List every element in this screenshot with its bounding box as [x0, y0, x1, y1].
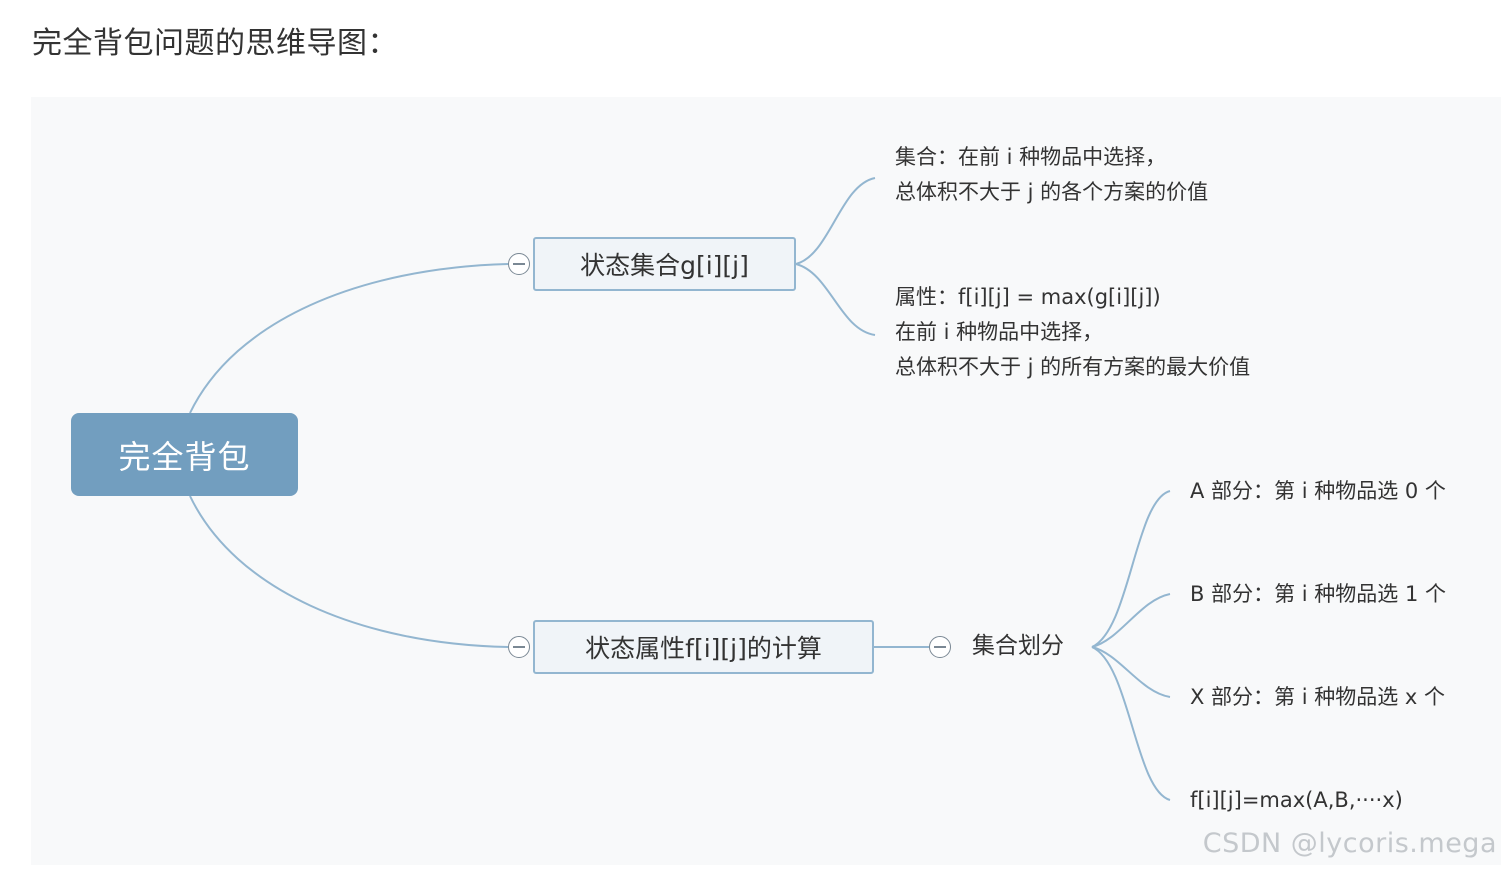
leaf-text-line: 总体积不大于 j 的所有方案的最大价值 — [895, 355, 1251, 379]
branch-node-state-calc[interactable]: 状态属性f[i][j]的计算 — [533, 620, 874, 674]
connector-sub-to-leaf-b — [1091, 593, 1171, 648]
leaf-node-part-a[interactable]: A 部分：第 i 种物品选 0 个 — [1190, 479, 1446, 503]
collapse-toggle-icon[interactable] — [929, 636, 951, 658]
leaf-text-line: 总体积不大于 j 的各个方案的价值 — [895, 180, 1209, 204]
connector-root-to-state-calc — [189, 495, 509, 648]
connector-state-set-to-leaf-attr — [795, 263, 876, 336]
collapse-toggle-icon[interactable] — [508, 636, 530, 658]
connector-root-to-state-set — [189, 263, 509, 414]
connector-state-set-to-leaf-set — [795, 177, 876, 265]
page-heading: 完全背包问题的思维导图： — [32, 26, 398, 61]
leaf-text-line: 集合：在前 i 种物品中选择， — [895, 145, 1167, 169]
leaf-text-line: 属性：f[i][j] = max(g[i][j]) — [895, 285, 1161, 309]
connector-sub-to-leaf-a — [1091, 490, 1171, 648]
sub-node-set-partition[interactable]: 集合划分 — [972, 633, 1064, 659]
leaf-node-attribute[interactable]: 属性：f[i][j] = max(g[i][j]) 在前 i 种物品中选择， 总… — [895, 280, 1250, 385]
leaf-node-max-formula[interactable]: f[i][j]=max(A,B,····x) — [1190, 788, 1403, 812]
collapse-toggle-icon[interactable] — [508, 253, 530, 275]
leaf-node-set-definition[interactable]: 集合：在前 i 种物品中选择， 总体积不大于 j 的各个方案的价值 — [895, 140, 1208, 210]
connector-sub-to-leaf-x — [1091, 646, 1171, 698]
watermark: CSDN @lycoris.mega — [1202, 828, 1497, 859]
root-node[interactable]: 完全背包 — [71, 413, 298, 496]
leaf-text-line: 在前 i 种物品中选择， — [895, 320, 1104, 344]
branch-node-state-set[interactable]: 状态集合g[i][j] — [533, 237, 796, 291]
connector-sub-to-leaf-f — [1091, 646, 1171, 801]
leaf-node-part-x[interactable]: X 部分：第 i 种物品选 x 个 — [1190, 685, 1446, 709]
leaf-node-part-b[interactable]: B 部分：第 i 种物品选 1 个 — [1190, 582, 1446, 606]
